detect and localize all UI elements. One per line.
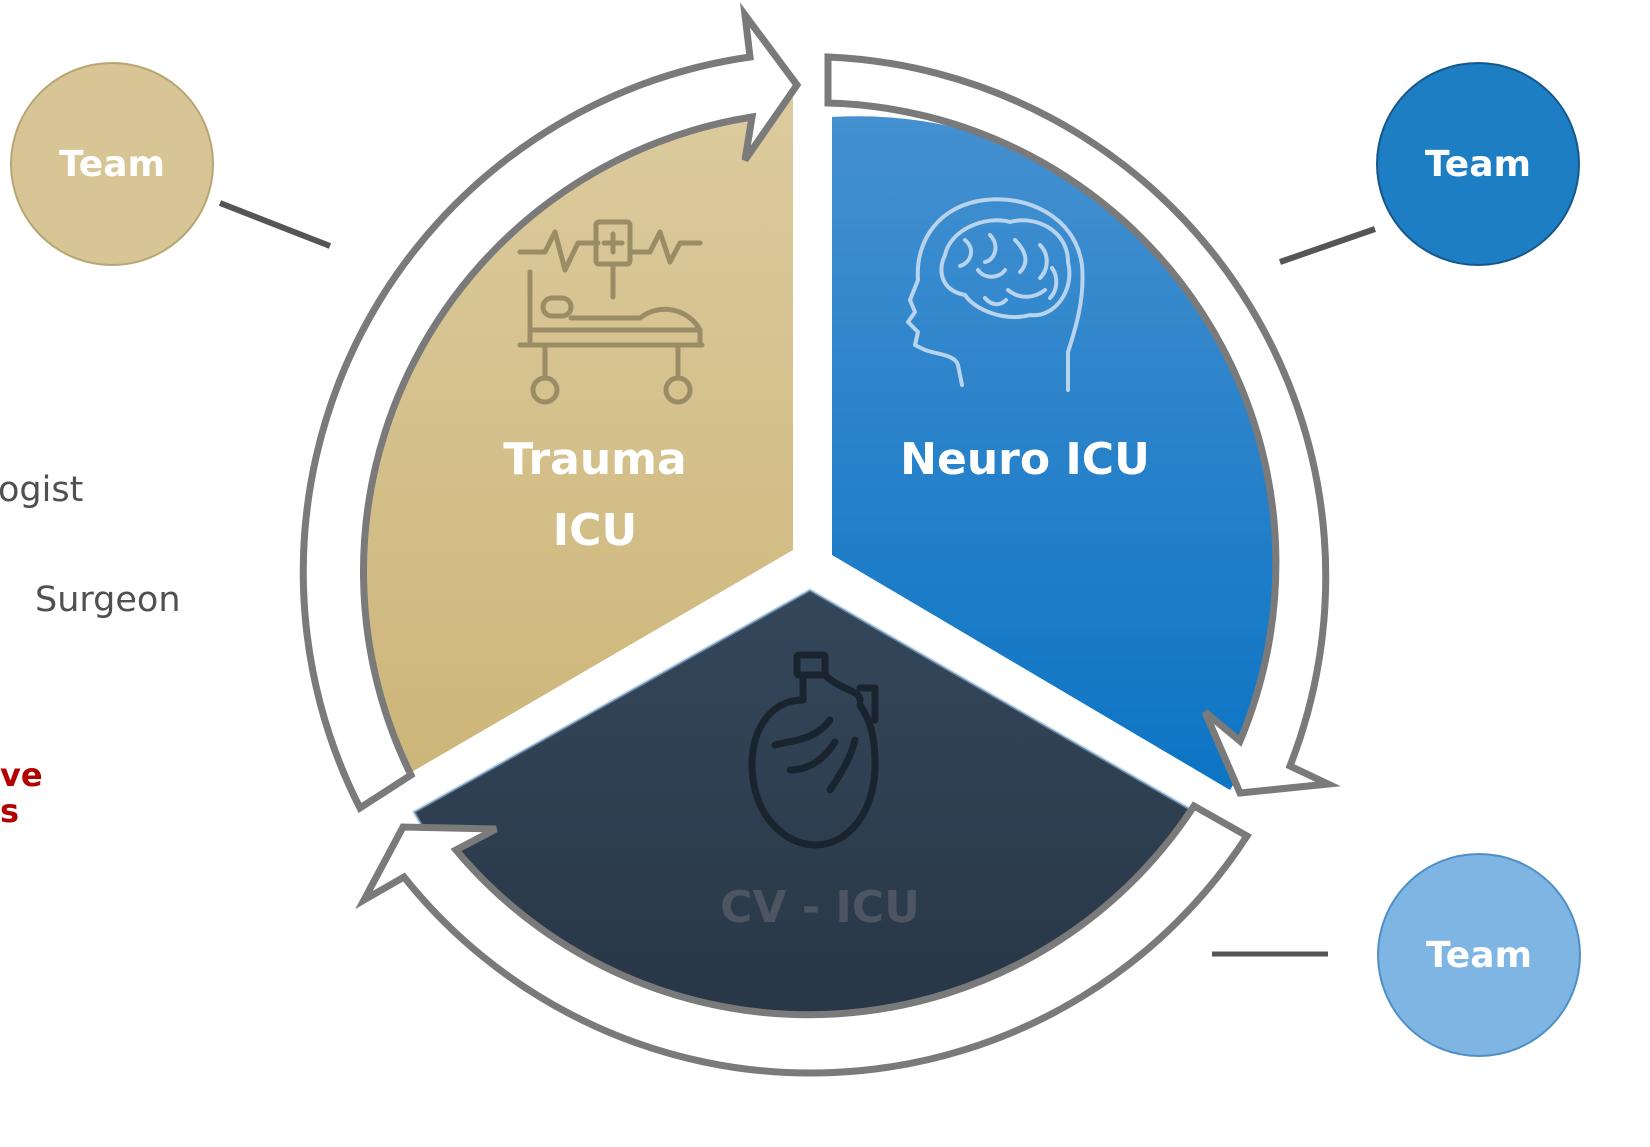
cycle-arrow-right: [824, 53, 1341, 797]
brain-head-icon: [906, 197, 1085, 392]
side-text-line-2: Surgeon: [35, 580, 181, 620]
team-bottom-label: Team: [1426, 934, 1532, 976]
cycle-arrow-top-left: [299, 2, 802, 814]
team-right-label: Team: [1425, 143, 1531, 185]
side-red-text-line-1: ve: [0, 756, 43, 794]
hospital-bed-monitor-icon: [517, 219, 705, 405]
cv-icu-label: CV - ICU: [720, 882, 920, 933]
neuro-icu-label: Neuro ICU: [900, 434, 1150, 485]
team-circle-left: Team: [10, 62, 214, 266]
connector-right: [1279, 226, 1376, 265]
heart-icon: [748, 651, 879, 849]
connector-left: [218, 200, 332, 249]
team-left-label: Team: [59, 143, 165, 185]
team-circle-bottom: Team: [1377, 853, 1581, 1057]
team-circle-right: Team: [1376, 62, 1580, 266]
side-text-line-1: ogist: [0, 470, 84, 510]
cycle-arrow-bottom: [355, 801, 1252, 1077]
side-red-text-line-2: s: [0, 792, 20, 830]
